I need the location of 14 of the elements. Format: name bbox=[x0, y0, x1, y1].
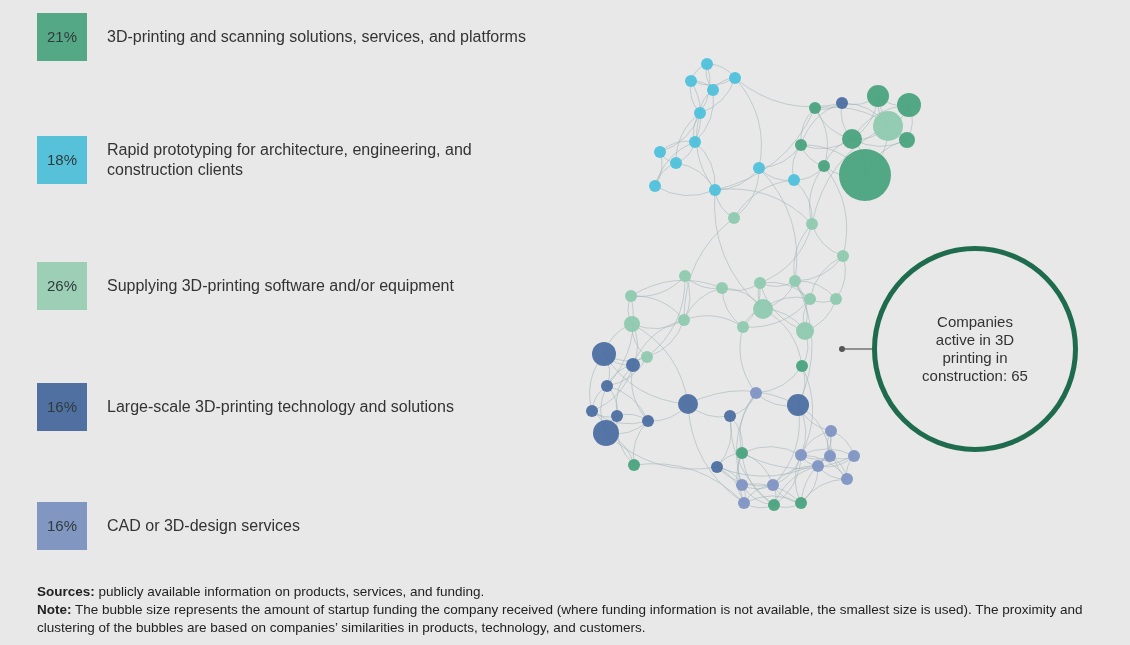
footnote: Note: The bubble size represents the amount of startup funding the company received (where funding information is not available, the smallest size is used). The proximity and clustering of the bubbles are based on companies’ similarities in products, technology, and customers. bbox=[37, 601, 1084, 637]
legend-swatch: 26% bbox=[37, 262, 87, 310]
legend-label: Rapid prototyping for architecture, engineering, and construction clients bbox=[107, 140, 473, 180]
legend-swatch: 21% bbox=[37, 13, 87, 61]
legend-swatch: 16% bbox=[37, 383, 87, 431]
leader-line bbox=[844, 348, 873, 350]
legend-label: Large-scale 3D-printing technology and solutions bbox=[107, 397, 455, 417]
footnote: Sources: publicly available information on products, services, and funding. bbox=[37, 583, 486, 601]
callout-text: Companies active in 3D printing in construction: 65 bbox=[921, 313, 1029, 385]
legend-label: Supplying 3D-printing software and/or equipment bbox=[107, 276, 455, 296]
legend-swatch: 18% bbox=[37, 136, 87, 184]
legend-label: CAD or 3D-design services bbox=[107, 516, 301, 536]
legend-swatch: 16% bbox=[37, 502, 87, 550]
legend-label: 3D-printing and scanning solutions, services, and platforms bbox=[107, 27, 527, 47]
